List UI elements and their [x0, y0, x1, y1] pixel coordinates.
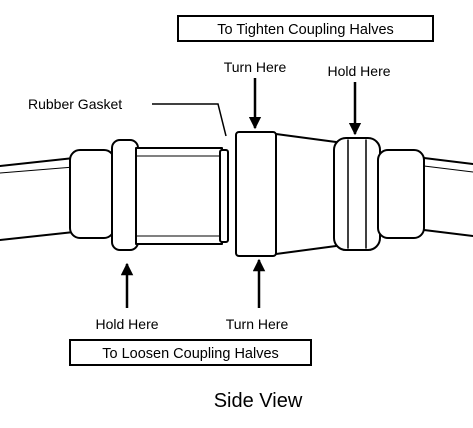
rubber-gasket-leader	[152, 103, 227, 137]
hold-here-bottom-label: Hold Here	[95, 316, 158, 332]
loosen-box-frame	[69, 339, 312, 366]
tighten-instruction-box: To Tighten Coupling Halves	[177, 15, 434, 42]
left-hold-nut	[111, 139, 139, 251]
tapered-body	[275, 133, 337, 255]
tighten-box-label: To Tighten Coupling Halves	[217, 22, 394, 38]
threaded-section	[135, 147, 223, 245]
rubber-gasket	[219, 149, 229, 243]
left-collar	[69, 149, 115, 239]
loosen-box-label: To Loosen Coupling Halves	[102, 346, 279, 362]
loosen-instruction-box: To Loosen Coupling Halves	[69, 339, 312, 366]
rubber-gasket-label: Rubber Gasket	[28, 96, 122, 112]
tighten-box-frame	[177, 15, 434, 42]
side-view-caption: Side View	[214, 390, 303, 412]
hold-here-top-label: Hold Here	[327, 63, 390, 79]
turn-here-top-label: Turn Here	[224, 59, 287, 75]
right-hold-nut	[333, 137, 381, 251]
right-collar	[377, 149, 425, 239]
turn-ring	[235, 131, 277, 257]
turn-here-bottom-label: Turn Here	[226, 316, 289, 332]
right-hose	[423, 157, 473, 237]
coupling-assembly	[0, 131, 473, 257]
